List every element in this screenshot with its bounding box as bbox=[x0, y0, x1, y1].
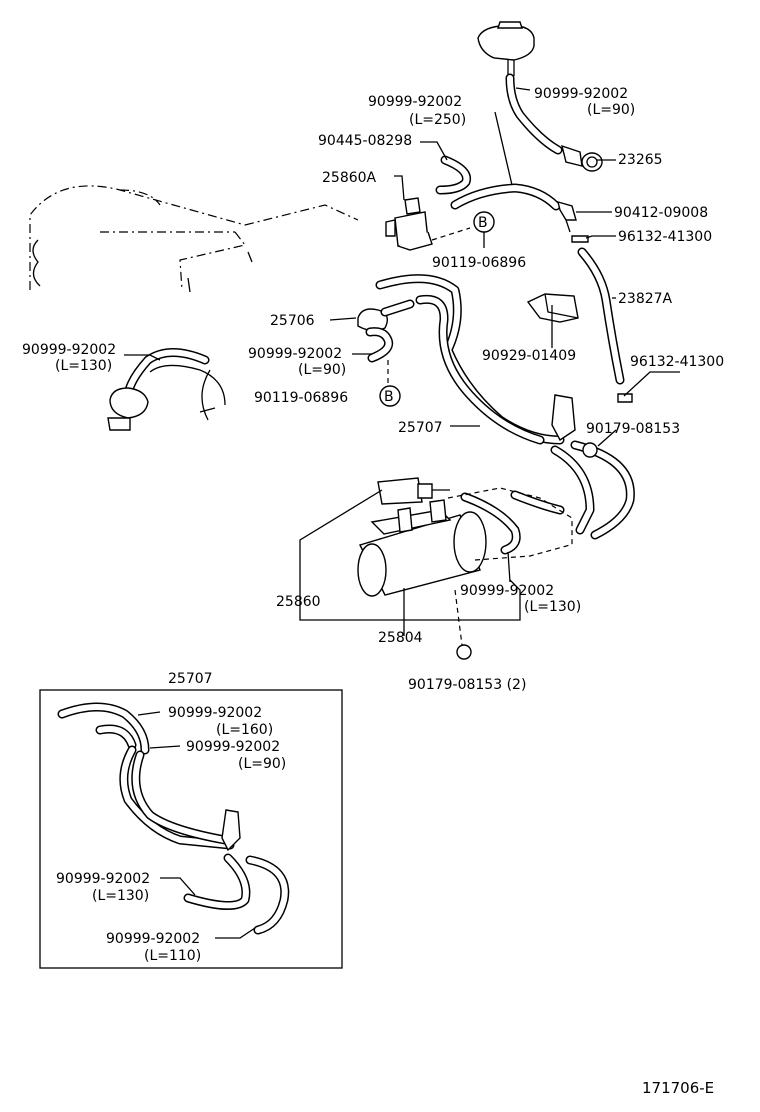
label-96132-41300-lower: 96132-41300 bbox=[630, 354, 724, 370]
label-90179-08153-lower: 90179-08153 (2) bbox=[408, 677, 526, 693]
figure-id: 171706-E bbox=[642, 1079, 714, 1097]
label-b-left: B bbox=[384, 389, 394, 405]
label-detail-90999-92002-3: 90999-92002 bbox=[56, 871, 150, 887]
label-96132-41300-top: 96132-41300 bbox=[618, 229, 712, 245]
vsv-25860a bbox=[385, 197, 433, 251]
label-25707-detail: 25707 bbox=[168, 671, 213, 687]
vacuum-sensor bbox=[477, 21, 535, 76]
clamp-96132-top bbox=[571, 235, 589, 243]
detail-pipe-assembly bbox=[57, 702, 290, 935]
label-detail-l130: (L=130) bbox=[92, 888, 149, 904]
bracket-90929 bbox=[526, 293, 579, 323]
label-90412-09008: 90412-09008 bbox=[614, 205, 708, 221]
vsv-25860 bbox=[377, 477, 450, 505]
label-90999-92002-l90: 90999-92002 bbox=[248, 346, 342, 362]
label-90999-92002-top: 90999-92002 bbox=[534, 86, 628, 102]
label-detail-90999-92002-4: 90999-92002 bbox=[106, 931, 200, 947]
label-25860: 25860 bbox=[276, 594, 321, 610]
label-detail-l110: (L=110) bbox=[144, 948, 201, 964]
label-l130-canister: (L=130) bbox=[524, 599, 581, 615]
label-detail-90999-92002-2: 90999-92002 bbox=[186, 739, 280, 755]
hose-90445 bbox=[435, 155, 472, 195]
label-23827a: 23827A bbox=[618, 291, 673, 307]
label-l250: (L=250) bbox=[409, 112, 466, 128]
label-90119-06896-left: 90119-06896 bbox=[254, 390, 348, 406]
label-90999-92002-left: 90999-92002 bbox=[22, 342, 116, 358]
engine-fitting-left bbox=[107, 364, 226, 431]
marker-b-left bbox=[379, 385, 401, 407]
hose-25706 bbox=[357, 299, 415, 332]
hose-l250 bbox=[450, 183, 561, 211]
detail-frame-25707 bbox=[39, 689, 343, 969]
hose-top-l90 bbox=[505, 73, 563, 155]
bolt-90179-upper bbox=[582, 442, 598, 458]
canister-25804 bbox=[357, 499, 487, 597]
clamp-96132-lower bbox=[617, 393, 633, 403]
hose-canister-l130 bbox=[460, 492, 521, 555]
canister-dash-lines bbox=[447, 487, 573, 646]
label-l90-left: (L=90) bbox=[298, 362, 346, 378]
hose-l130-left bbox=[123, 348, 210, 400]
label-90445-08298: 90445-08298 bbox=[318, 133, 412, 149]
label-l130-left: (L=130) bbox=[55, 358, 112, 374]
label-90999-92002-l250: 90999-92002 bbox=[368, 94, 462, 110]
label-90999-92002-canister: 90999-92002 bbox=[460, 583, 554, 599]
label-25804: 25804 bbox=[378, 630, 423, 646]
label-25860a: 25860A bbox=[322, 170, 377, 186]
vsv-23265 bbox=[561, 144, 603, 172]
label-25706: 25706 bbox=[270, 313, 315, 329]
marker-b-top bbox=[473, 211, 495, 233]
label-l90-top: (L=90) bbox=[587, 102, 635, 118]
joint-90412 bbox=[557, 200, 577, 233]
label-25707-main: 25707 bbox=[398, 420, 443, 436]
label-90119-06896-top: 90119-06896 bbox=[432, 255, 526, 271]
engine-outline bbox=[29, 185, 359, 293]
label-90179-08153-upper: 90179-08153 bbox=[586, 421, 680, 437]
label-detail-l90: (L=90) bbox=[238, 756, 286, 772]
label-detail-90999-92002-1: 90999-92002 bbox=[168, 705, 262, 721]
label-detail-l160: (L=160) bbox=[216, 722, 273, 738]
label-23265: 23265 bbox=[618, 152, 663, 168]
label-90929-01409: 90929-01409 bbox=[482, 348, 576, 364]
detail-leader-lines bbox=[137, 711, 256, 939]
bolt-90179-lower bbox=[456, 644, 472, 660]
pipe-assembly-25707 bbox=[375, 274, 635, 540]
label-b-top: B bbox=[478, 215, 488, 231]
hose-l90-left bbox=[365, 327, 394, 363]
leader-lines bbox=[124, 87, 680, 636]
hose-23827a bbox=[577, 247, 625, 385]
